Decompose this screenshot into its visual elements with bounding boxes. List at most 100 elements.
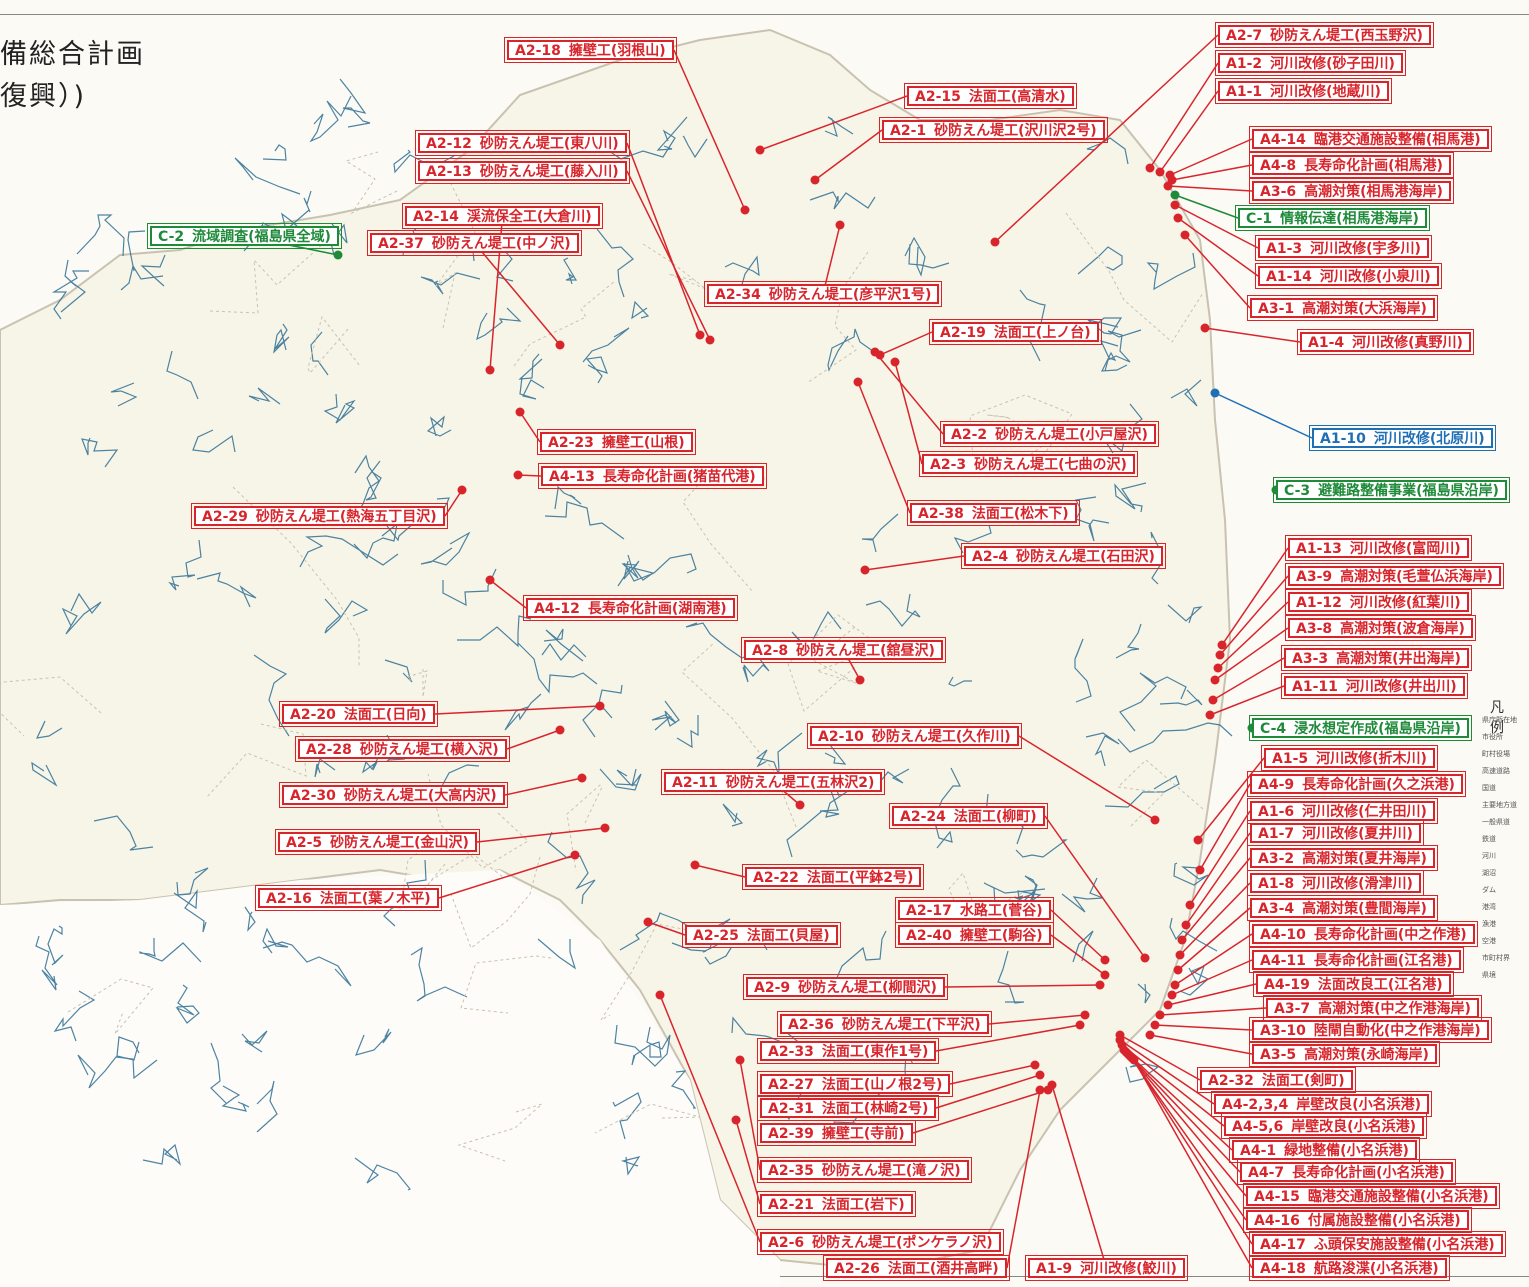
project-point[interactable] [1185, 900, 1195, 910]
project-point[interactable] [853, 377, 863, 387]
project-point[interactable] [555, 725, 565, 735]
project-point[interactable] [1217, 640, 1227, 650]
project-point[interactable] [333, 250, 343, 260]
project-point[interactable] [1035, 1070, 1045, 1080]
project-point[interactable] [1145, 163, 1155, 173]
project-point[interactable] [1095, 980, 1105, 990]
project-point[interactable] [1155, 167, 1165, 177]
project-point[interactable] [835, 220, 845, 230]
project-point[interactable] [1175, 950, 1185, 960]
project-point[interactable] [855, 675, 865, 685]
project-point[interactable] [595, 701, 605, 711]
project-point[interactable] [457, 485, 467, 495]
project-point[interactable] [1150, 1020, 1160, 1030]
project-point[interactable] [1200, 323, 1210, 333]
project-point[interactable] [690, 860, 700, 870]
project-point[interactable] [1193, 835, 1203, 845]
project-point[interactable] [1075, 1020, 1085, 1030]
project-point[interactable] [643, 917, 653, 927]
project-point[interactable] [1150, 815, 1160, 825]
project-point[interactable] [1210, 675, 1220, 685]
project-point[interactable] [1181, 920, 1191, 930]
project-point[interactable] [1163, 1000, 1173, 1010]
project-point[interactable] [1129, 1055, 1139, 1065]
project-point[interactable] [570, 850, 580, 860]
project-point[interactable] [1170, 980, 1180, 990]
project-point[interactable] [1140, 953, 1150, 963]
project-point[interactable] [740, 205, 750, 215]
project-point[interactable] [1100, 970, 1110, 980]
project-point[interactable] [1163, 181, 1173, 191]
project-point[interactable] [795, 800, 805, 810]
project-point[interactable] [600, 823, 610, 833]
project-point[interactable] [990, 237, 1000, 247]
project-point[interactable] [1035, 1085, 1045, 1095]
project-point[interactable] [1155, 1010, 1165, 1020]
project-point[interactable] [655, 990, 665, 1000]
project-point[interactable] [515, 407, 525, 417]
project-point[interactable] [870, 347, 880, 357]
project-point[interactable] [485, 365, 495, 375]
project-point[interactable] [1170, 190, 1180, 200]
project-point[interactable] [755, 145, 765, 155]
project-point[interactable] [735, 1055, 745, 1065]
